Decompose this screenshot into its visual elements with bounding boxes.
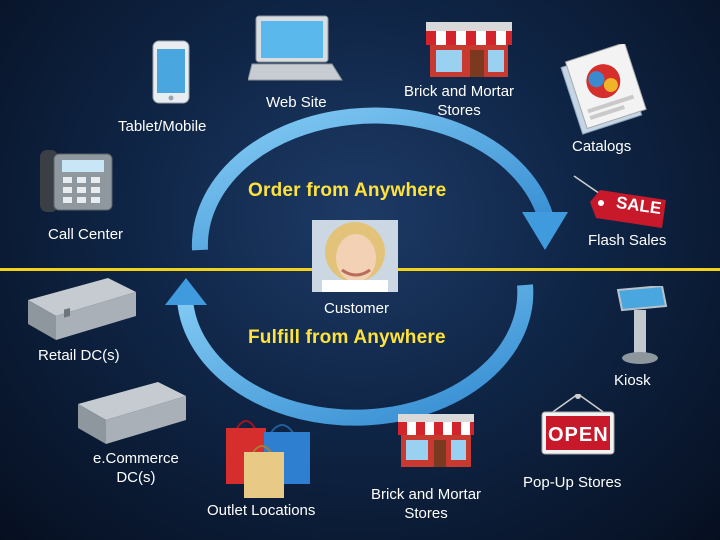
label-web-site: Web Site [266,94,327,111]
smartphone-icon [152,40,192,106]
label-retail-dc: Retail DC(s) [38,347,120,364]
open-sign-icon [540,394,616,458]
top-arc-arrow [191,107,553,251]
bottom-arrowhead [165,278,207,305]
catalogs-icon [556,44,648,136]
order-from-anywhere: Order from Anywhere [248,180,447,201]
server-rack-icon [28,278,136,340]
ecommerce-server-icon [78,382,186,444]
label-brick-mortar-bottom: Brick and Mortar Stores [371,486,482,522]
label-outlet-locations: Outlet Locations [207,502,316,519]
label-catalogs: Catalogs [572,138,632,155]
label-tablet-mobile: Tablet/Mobile [118,118,207,135]
telephone-icon [40,146,114,214]
label-ecommerce-dc: e.Commerce DC(s) [93,450,179,486]
bottom-arc-arrow [177,284,534,426]
label-flash-sales: Flash Sales [588,232,667,249]
label-kiosk: Kiosk [614,372,651,389]
label-call-center: Call Center [48,226,124,243]
customer-photo [312,220,398,292]
top-arrowhead [522,212,568,250]
shopping-bags-icon [222,416,314,500]
label-brick-mortar-top: Brick and Mortar Stores [404,83,515,119]
storefront-icon [424,22,514,78]
label-customer: Customer [324,300,390,317]
laptop-icon [248,14,344,84]
storefront-bottom-icon [396,414,476,470]
sale-tag-icon [570,172,670,230]
open-sign-text: OPEN [548,424,609,446]
label-popup-stores: Pop-Up Stores [523,474,622,491]
kiosk-icon [612,286,670,366]
fulfill-from-anywhere: Fulfill from Anywhere [248,327,446,348]
